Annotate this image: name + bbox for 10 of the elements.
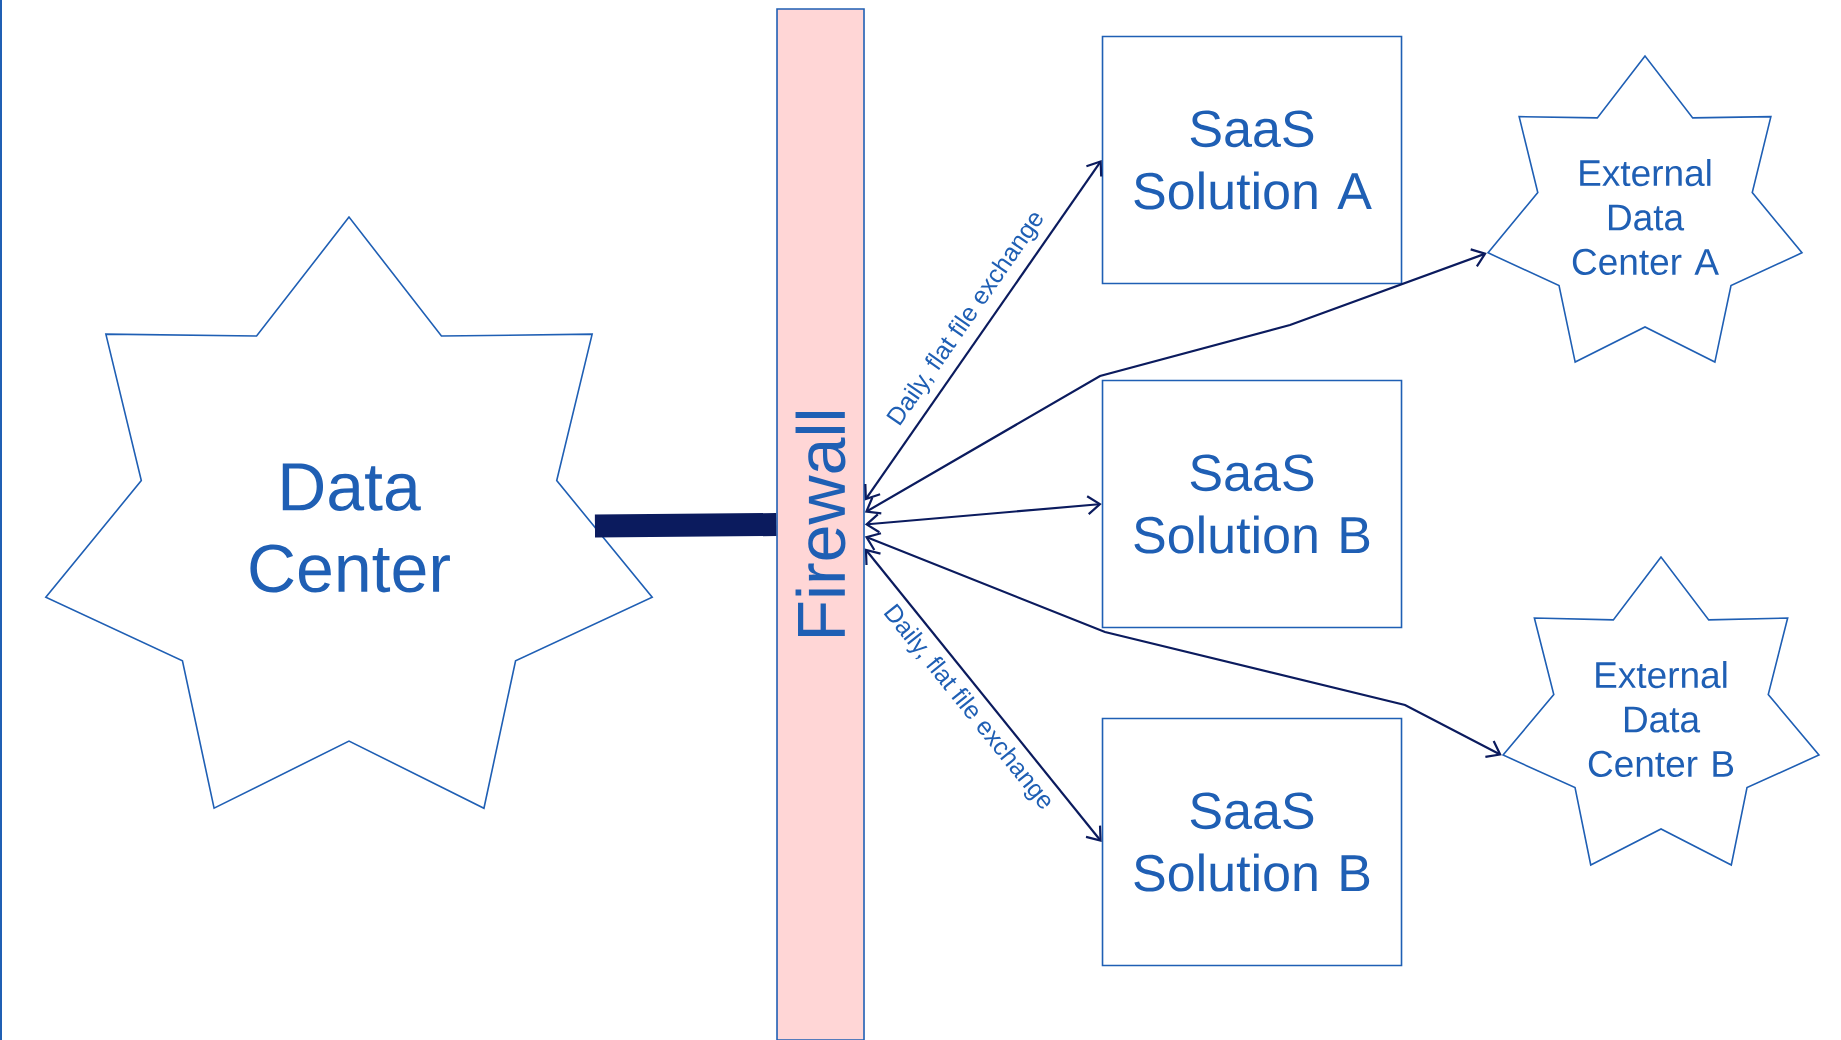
firewall-bar: Firewall [776, 8, 865, 1040]
connector-line [594, 513, 777, 538]
solution-box: SaaS Solution B [1101, 379, 1403, 629]
arrow [864, 160, 1103, 501]
arrow [864, 248, 1487, 515]
solution-box: SaaS Solution B [1101, 717, 1403, 967]
arrow [864, 495, 1102, 534]
arrow [864, 548, 1102, 842]
arrow [864, 532, 1502, 759]
solution-box: SaaS Solution A [1101, 35, 1403, 285]
